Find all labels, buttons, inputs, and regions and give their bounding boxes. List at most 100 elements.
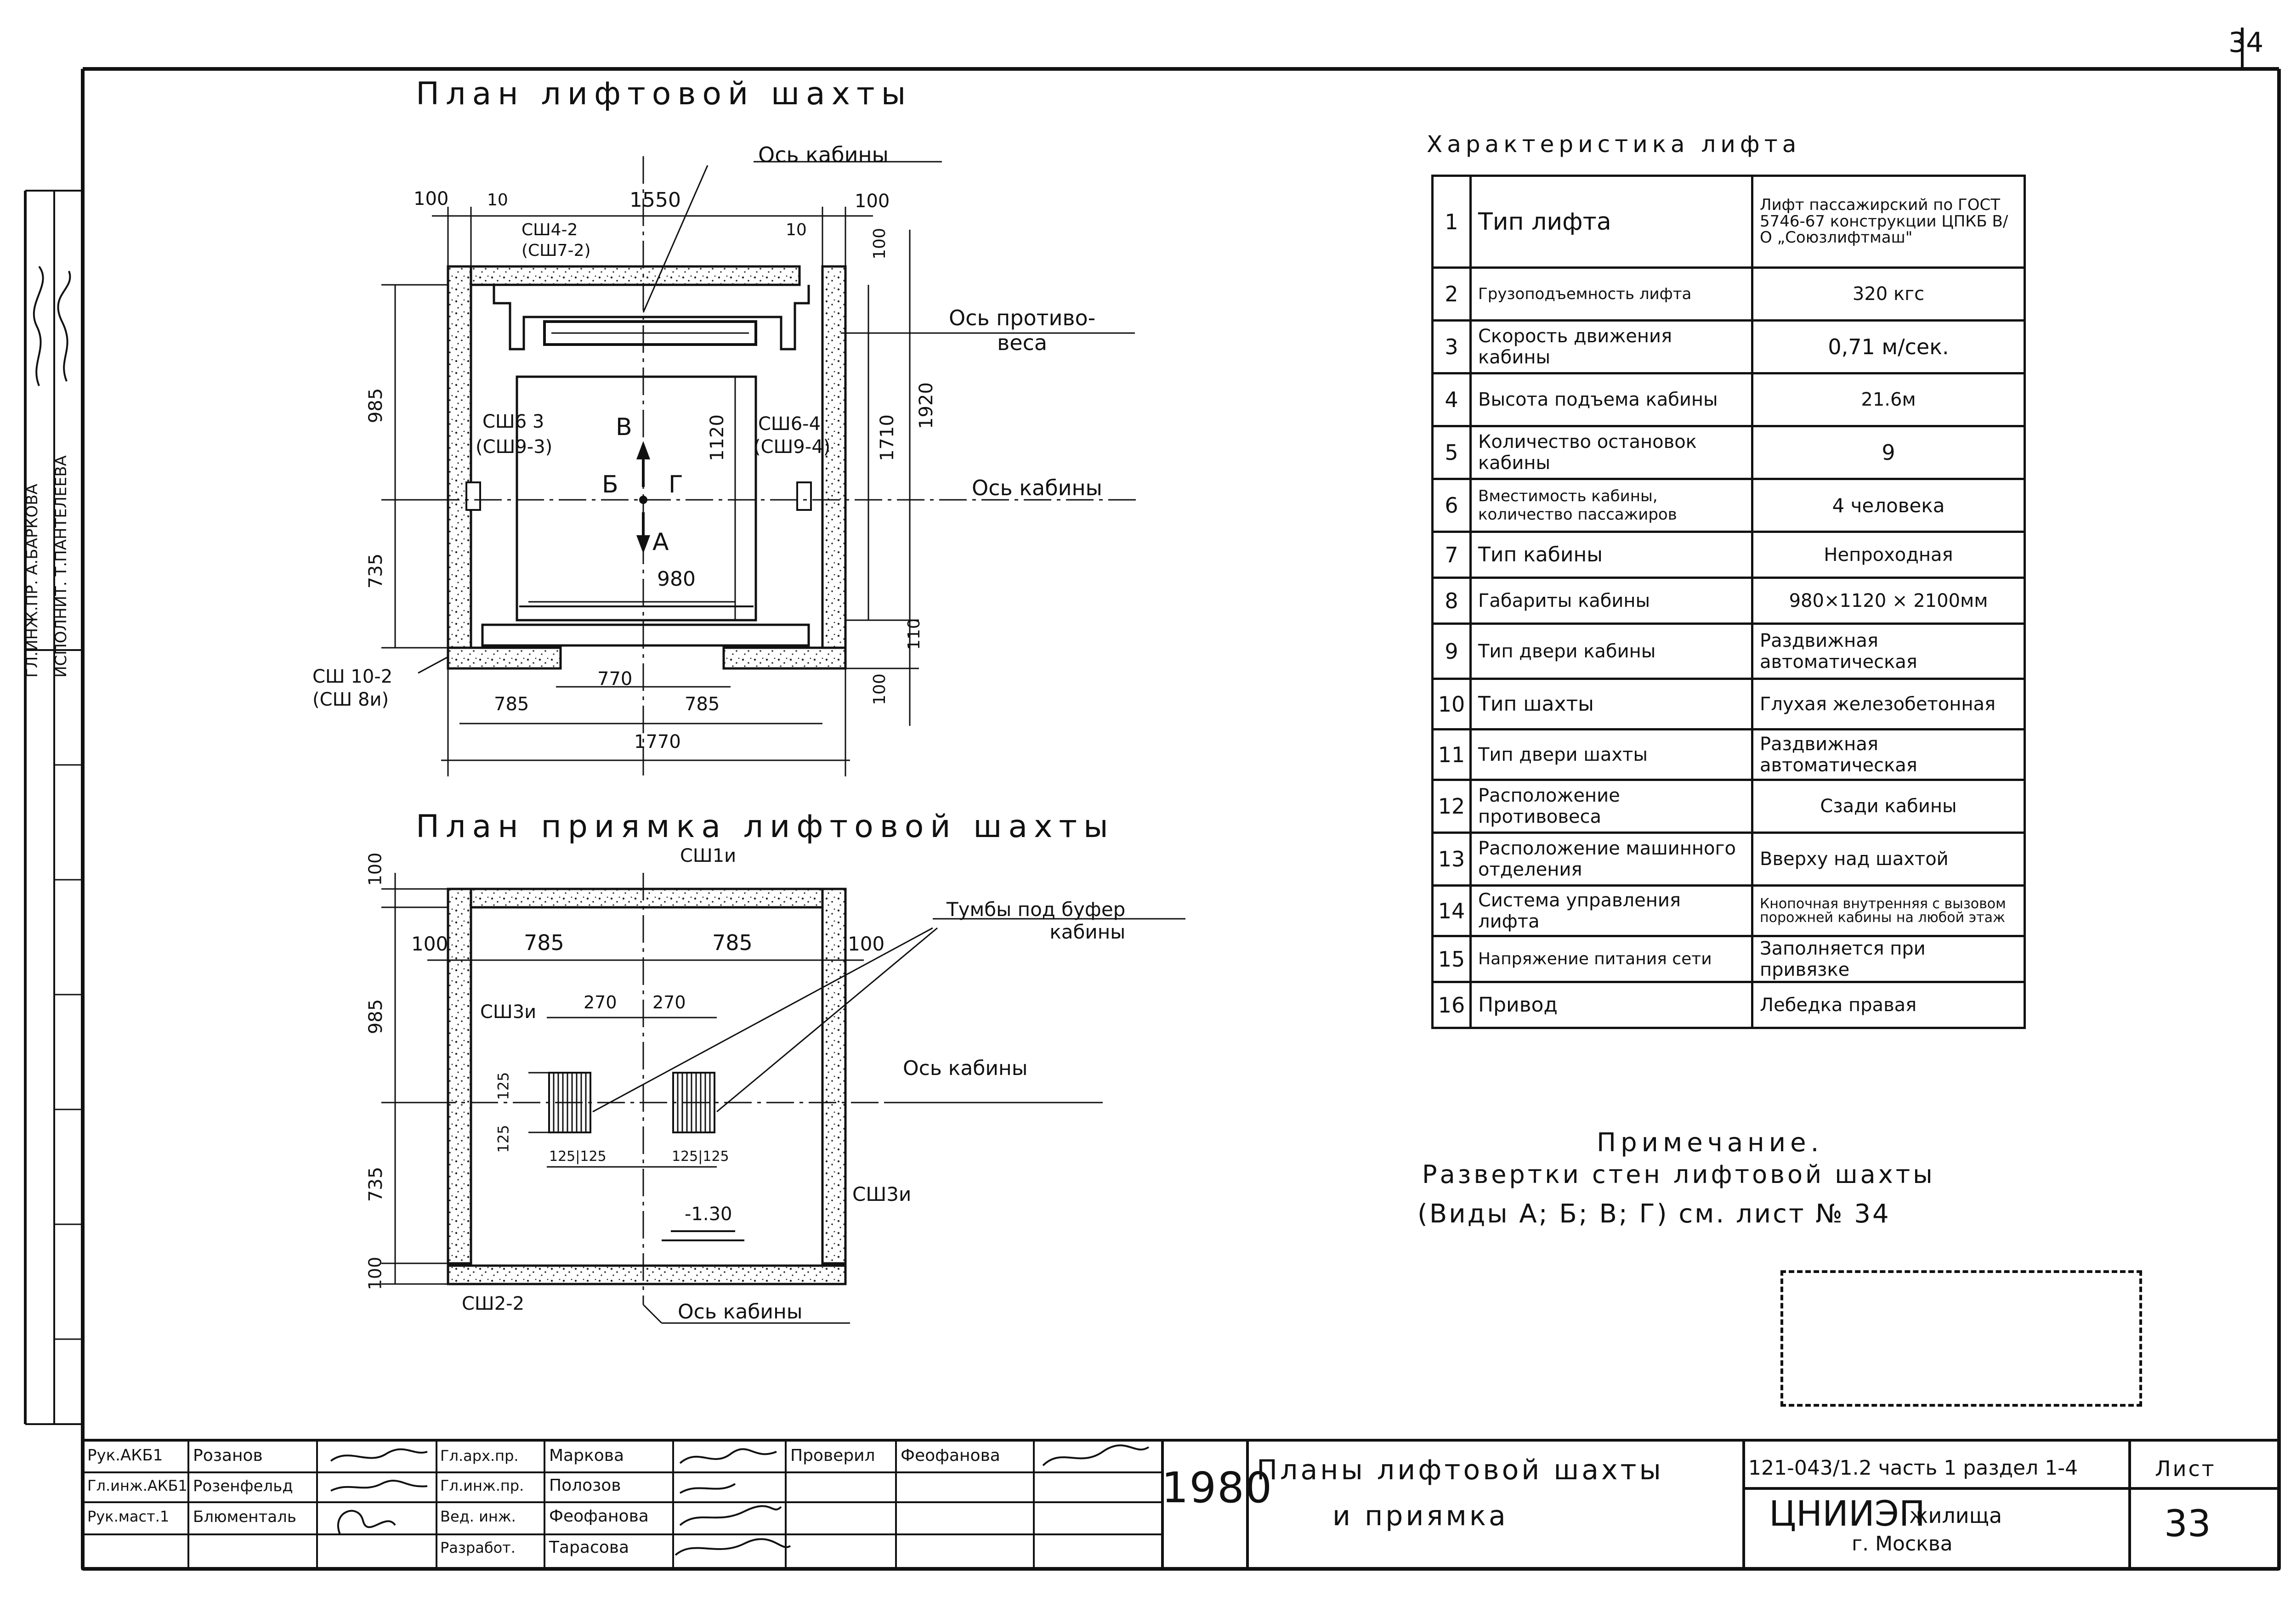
pit-wall-right-label: СШ3и bbox=[852, 1183, 912, 1205]
tb-staff-2-role: Рук.маст.1 bbox=[87, 1508, 170, 1525]
dim-top-right-wall: 100 bbox=[855, 191, 890, 212]
tb-sheet-label: Лист bbox=[2155, 1456, 2216, 1481]
shaft-wall-left-label: СШ6 3 bbox=[482, 411, 544, 432]
shaft-wall-right-label: СШ6-4 bbox=[758, 413, 821, 435]
dim-top-right-gap: 10 bbox=[786, 221, 807, 239]
tb-year: 1980 bbox=[1162, 1463, 1273, 1512]
view-g-label: Г bbox=[669, 471, 683, 498]
tb-staff-1-name: Розенфельд bbox=[193, 1477, 293, 1495]
tb-staff2-1-role: Гл.инж.пр. bbox=[440, 1477, 524, 1494]
pit-cabin-axis-bottom: Ось кабины bbox=[678, 1300, 803, 1324]
view-b-label: Б bbox=[602, 471, 618, 498]
pit-wall-left-label: СШ3и bbox=[480, 1001, 537, 1023]
pit-wall-left bbox=[447, 888, 472, 1265]
dim-bottom-overall: 1770 bbox=[634, 731, 681, 752]
pit-dim-stand-offset-right: 270 bbox=[652, 992, 686, 1013]
cabin-outline bbox=[516, 375, 757, 622]
dim-top-left-gap: 10 bbox=[487, 191, 508, 209]
stamp-placeholder-box bbox=[1780, 1270, 2142, 1407]
shaft-wall-bottom-label: СШ 10-2 bbox=[312, 666, 393, 687]
buffer-stands-label: Тумбы под буфер кабины bbox=[947, 898, 1126, 943]
cabin-door-sill bbox=[481, 623, 810, 647]
title-block-signatures bbox=[330, 1444, 1150, 1556]
tb-checked-name: Феофанова bbox=[901, 1446, 1000, 1465]
sheet-number: 34 bbox=[2228, 27, 2264, 59]
pit-dim-right-wall: 100 bbox=[848, 933, 885, 955]
tb-staff2-2-role: Вед. инж. bbox=[440, 1508, 516, 1525]
shaft-plan-drawing bbox=[381, 156, 1139, 781]
pit-dim-stand-w-right: 125|125 bbox=[672, 1148, 729, 1165]
note-line2: (Виды А; Б; В; Г) см. лист № 34 bbox=[1417, 1199, 1891, 1229]
note-line1: Развертки стен лифтовой шахты bbox=[1422, 1160, 1935, 1189]
tb-staff2-1-name: Полозов bbox=[549, 1476, 621, 1495]
dim-top-overall: 1550 bbox=[629, 188, 681, 212]
pit-wall-bottom-label: СШ2-2 bbox=[462, 1293, 525, 1314]
tb-drawing-title-1: Планы лифтовой шахты bbox=[1257, 1454, 1664, 1486]
tb-staff2-0-name: Маркова bbox=[549, 1446, 624, 1465]
pit-level-mark: -1.30 bbox=[685, 1204, 732, 1225]
tb-staff2-3-role: Разработ. bbox=[440, 1539, 516, 1556]
pit-dim-left-wall: 100 bbox=[411, 933, 448, 955]
shaft-wall-bottom-left bbox=[447, 646, 562, 670]
shaft-cabin-axis-right: Ось кабины bbox=[972, 475, 1102, 500]
tb-staff-0-name: Розанов bbox=[193, 1446, 263, 1465]
note-title: Примечание. bbox=[1597, 1128, 1824, 1158]
side-stamp-signature bbox=[33, 266, 71, 386]
shaft-cabin-axis-top: Ось кабины bbox=[758, 142, 889, 167]
tb-sheet-no: 33 bbox=[2164, 1502, 2211, 1545]
pit-dim-right-span: 785 bbox=[712, 930, 753, 955]
view-v-label: В bbox=[616, 413, 632, 441]
shaft-wall-left-alt-label: (СШ9-3) bbox=[476, 436, 553, 458]
dim-top-left-wall: 100 bbox=[414, 188, 449, 209]
tb-org: ЦНИИЭП bbox=[1769, 1493, 1926, 1534]
tb-staff-1-role: Гл.инж.АКБ1 bbox=[87, 1477, 187, 1494]
pit-wall-top-label: СШ1и bbox=[680, 845, 737, 866]
view-a-label: А bbox=[652, 528, 669, 556]
shaft-counterweight-axis: Ось противо- веса bbox=[949, 305, 1096, 355]
dim-cabin-width: 980 bbox=[657, 567, 696, 591]
tb-staff2-2-name: Феофанова bbox=[549, 1507, 649, 1526]
tb-code: 121-043/1.2 часть 1 раздел 1-4 bbox=[1748, 1456, 2078, 1480]
pit-wall-bottom bbox=[447, 1264, 847, 1285]
shaft-wall-bottom-alt-label: (СШ 8и) bbox=[312, 689, 389, 710]
shaft-wall-top-label: СШ4-2 bbox=[522, 221, 578, 239]
dim-door-width: 770 bbox=[597, 668, 633, 690]
tb-staff-0-role: Рук.АКБ1 bbox=[87, 1446, 163, 1465]
tb-staff2-3-name: Тарасова bbox=[549, 1538, 629, 1557]
pit-plan-drawing bbox=[381, 873, 1185, 1324]
tb-checked-label: Проверил bbox=[790, 1446, 875, 1465]
shaft-wall-bottom-right bbox=[722, 646, 847, 670]
shaft-plan-title: План лифтовой шахты bbox=[416, 76, 913, 112]
pit-dim-stand-offset-left: 270 bbox=[584, 992, 617, 1013]
tb-org-suffix: жилища bbox=[1909, 1503, 2002, 1528]
dim-bottom-left: 785 bbox=[494, 694, 529, 715]
pit-plan-title: План приямка лифтовой шахты bbox=[416, 809, 1115, 845]
tb-drawing-title-2: и приямка bbox=[1332, 1500, 1508, 1532]
pit-dim-stand-w-left: 125|125 bbox=[549, 1148, 607, 1165]
tb-city: г. Москва bbox=[1852, 1532, 1953, 1556]
tb-staff2-0-role: Гл.арх.пр. bbox=[440, 1447, 519, 1465]
shaft-wall-right-alt-label: (СШ9-4) bbox=[754, 436, 831, 458]
dim-bottom-right: 785 bbox=[685, 694, 720, 715]
pit-cabin-axis-mid: Ось кабины bbox=[903, 1057, 1028, 1080]
pit-dim-left-span: 785 bbox=[524, 930, 564, 955]
characteristics-title: Характеристика лифта bbox=[1427, 131, 1801, 158]
